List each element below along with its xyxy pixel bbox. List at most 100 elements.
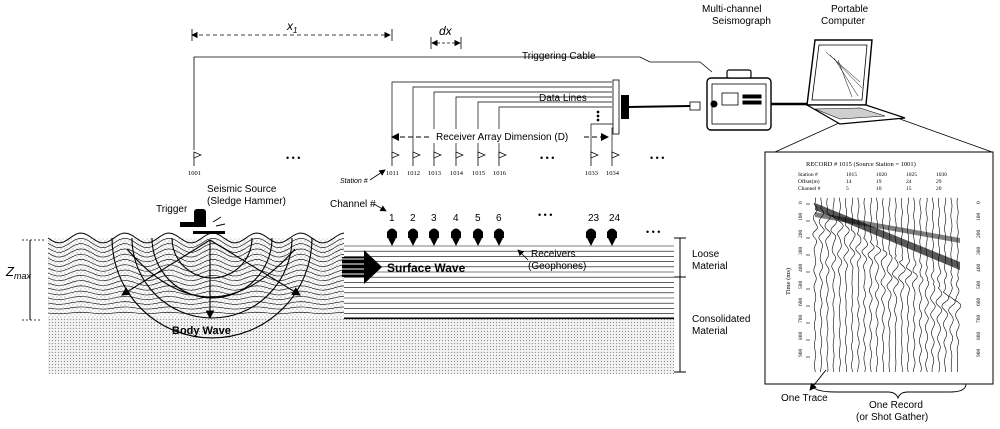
triggering-cable [193,56,713,150]
trace-5 [836,197,844,373]
dx-dimension [430,37,462,49]
station-pointer [369,169,386,181]
svg-text:24: 24 [906,179,912,185]
svg-text:600: 600 [798,298,804,307]
svg-text:1020: 1020 [876,172,887,178]
receivers-label: Receivers [531,249,575,260]
data-lines-label: Data Lines [539,93,587,104]
trace-18 [918,197,924,373]
svg-text:0: 0 [976,201,982,204]
surface-ripples [47,232,345,315]
computer-label: Portable [831,4,869,15]
svg-text:15: 15 [906,186,912,192]
consolidated-material-label: Consolidated [692,314,750,325]
svg-text:400: 400 [976,264,982,273]
svg-text:29: 29 [936,179,942,185]
consolidated-zone [48,318,674,374]
svg-text:300: 300 [798,247,804,256]
svg-text:1014: 1014 [450,170,464,177]
body-wave-rays [121,239,301,320]
svg-text:1034: 1034 [606,170,620,177]
svg-text:10: 10 [876,186,882,192]
trace-15 [898,197,906,373]
zoom-guides [774,118,993,153]
station-flag-1011: 1011 [386,151,400,177]
trace-19 [924,197,930,373]
svg-text:1033: 1033 [585,170,598,177]
trigger-label: Trigger [156,204,188,215]
svg-text:200: 200 [976,230,982,239]
trace-22 [941,197,950,373]
svg-text:1012: 1012 [407,170,420,177]
svg-text:Offset(m): Offset(m) [798,178,820,185]
station-flag-1033: 1033 [585,151,599,177]
material-brackets [674,237,686,373]
loose-material-label: Loose [692,249,720,260]
sledge-hammer-label: (Sledge Hammer) [207,196,286,207]
svg-text:4: 4 [453,213,459,224]
svg-text:400: 400 [798,264,804,273]
receiver-array-label: Receiver Array Dimension (D) [436,132,568,143]
one-trace-pointer [809,369,827,391]
station-flag-1016: 1016 [493,151,507,177]
seismic-traces [812,197,962,373]
one-record-label: One Record [869,400,923,411]
one-trace-label: One Trace [781,393,828,404]
dx-label: dx [439,24,453,38]
trace-1 [812,197,818,373]
station-number-label: Station # [340,178,368,185]
svg-text:600: 600 [976,298,982,307]
ellipsis-5: • • • [646,227,660,237]
consolidated-material-label-2: Material [692,326,728,337]
svg-text:1016: 1016 [493,170,507,177]
geophone-channel-1: 1 [387,213,397,246]
station-flag-1034: 1034 [606,151,620,177]
geophone-channel-23: 23 [586,213,600,246]
trace-2 [818,197,825,372]
svg-text:700: 700 [798,315,804,324]
geophone-channel-3: 3 [429,213,439,246]
svg-text:1015: 1015 [472,170,485,177]
loose-material-label-2: Material [692,261,728,272]
body-wave-label: Body Wave [172,325,231,337]
geophone-channel-4: 4 [451,213,461,246]
trace-3 [824,197,831,373]
record-time-ticks: 0100200300400500600700800900010020030040… [798,201,982,358]
seismic-source-label: Seismic Source [207,184,277,195]
shot-gather-label: (or Shot Gather) [856,412,928,423]
seismograph-icon [706,69,772,131]
svg-text:2: 2 [410,213,416,224]
svg-text:0: 0 [798,201,804,204]
record-title: RECORD # 1015 (Source Station = 1001) [806,161,916,168]
channel-pointer [373,203,387,212]
svg-text:500: 500 [798,281,804,290]
trace-16 [905,197,912,373]
surface-wave-label: Surface Wave [387,261,466,275]
zmax-label: Zmax [5,264,31,281]
ellipsis-1: • • • [286,153,300,163]
geophone-channel-24: 24 [607,213,621,246]
ellipsis-4: • • • [538,210,552,220]
zmax-dimension: Zmax [5,239,46,321]
station-flag-1012: 1012 [407,151,421,177]
x1-dimension [191,29,393,41]
trace-17 [911,197,918,373]
svg-text:1001: 1001 [188,170,201,177]
svg-text:1025: 1025 [906,172,917,178]
svg-text:900: 900 [798,349,804,358]
svg-text:5: 5 [846,186,849,192]
trace-7 [849,197,856,373]
svg-text:500: 500 [976,281,982,290]
layer-lines [344,245,674,320]
station-flag-1014: 1014 [450,151,464,177]
svg-text:Station #: Station # [798,172,818,178]
svg-text:1030: 1030 [936,172,947,178]
trace-14 [892,197,899,373]
sledge-hammer-icon [180,209,226,234]
seismograph-label-2: Seismograph [712,16,771,27]
time-axis-label: Time (ms) [785,268,792,295]
seismograph-label: Multi-channel [702,4,761,15]
geophones-label: (Geophones) [528,261,586,272]
